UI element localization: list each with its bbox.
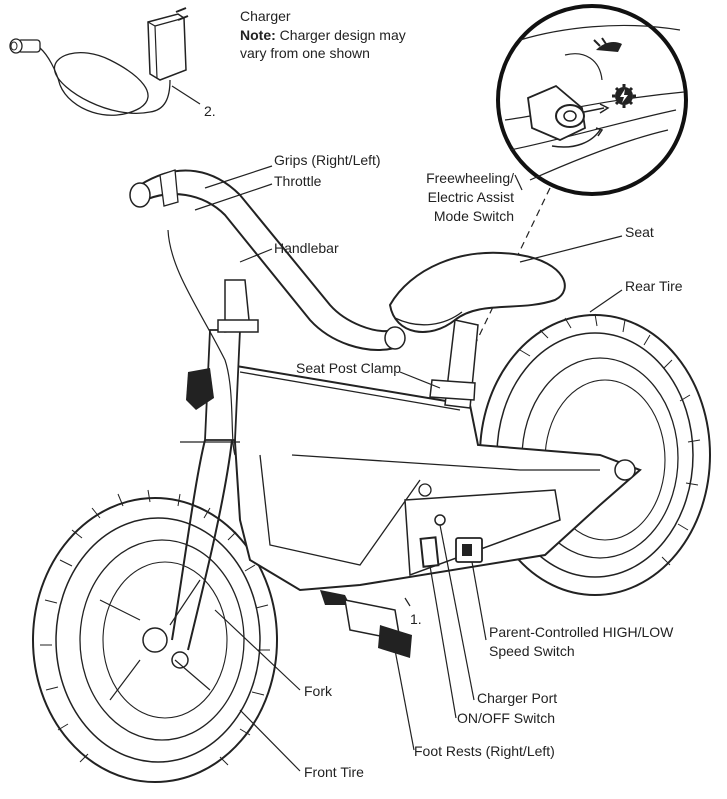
front-tire (32, 489, 278, 783)
label-fork: Fork (304, 683, 332, 699)
label-throttle: Throttle (274, 173, 322, 189)
label-speed-switch-1: Parent-Controlled HIGH/LOW (489, 624, 674, 640)
mode-switch-closeup (496, 4, 688, 196)
label-speed-switch-2: Speed Switch (489, 643, 575, 659)
foot-rest (320, 590, 412, 658)
label-foot-rests: Foot Rests (Right/Left) (414, 743, 555, 759)
charger-note-line2: vary from one shown (240, 45, 370, 61)
rabbit-icon (593, 37, 622, 52)
label-seat: Seat (625, 224, 654, 240)
label-rear-tire: Rear Tire (625, 278, 683, 294)
label-freewheel-2: Electric Assist (427, 189, 514, 205)
label-seat-post-clamp: Seat Post Clamp (296, 360, 402, 376)
charger-icon (9, 7, 189, 116)
frame (228, 363, 642, 592)
label-handlebar: Handlebar (274, 240, 339, 256)
label-grips: Grips (Right/Left) (274, 152, 381, 168)
label-front-tire: Front Tire (304, 764, 364, 780)
charger-note-label: Note: (240, 27, 276, 43)
label-charger-port: Charger Port (477, 690, 558, 706)
charger-note: Note: Charger design may (240, 27, 406, 44)
charger-title: Charger (240, 8, 291, 24)
label-freewheel-1: Freewheeling/ (426, 170, 514, 186)
label-freewheel-3: Mode Switch (433, 208, 514, 224)
power-bolt-icon (612, 84, 636, 108)
seat (388, 251, 566, 409)
callout-number-1: 1. (410, 611, 422, 627)
charger-note-text: Charger design may (275, 27, 406, 43)
callout-number-2: 2. (204, 103, 216, 119)
label-onoff-switch: ON/OFF Switch (457, 710, 556, 726)
